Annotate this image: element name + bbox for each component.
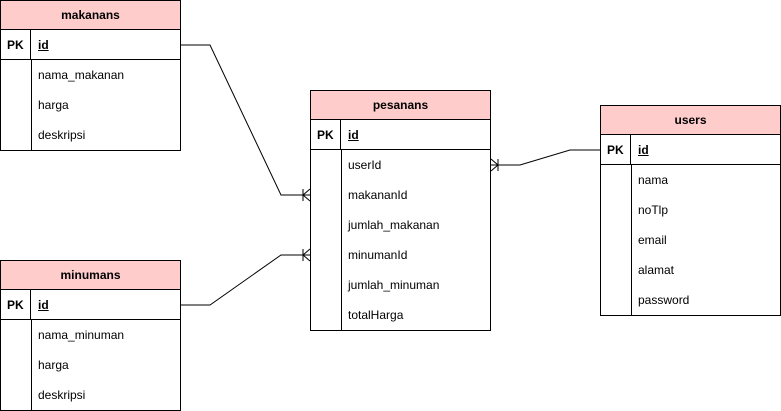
attribute: jumlah_minuman	[348, 278, 440, 292]
pk-field-name: id	[38, 37, 49, 52]
pk-label: PK	[1, 30, 31, 59]
attribute-list: nama noTlp email alamat password	[601, 165, 780, 315]
entity-minumans[interactable]: minumans PK id nama_minuman harga deskri…	[0, 260, 181, 411]
attribute: jumlah_makanan	[348, 218, 440, 232]
attribute-list: nama_minuman harga deskripsi	[1, 320, 180, 410]
primary-key-row: PK id	[1, 30, 180, 60]
attribute: deskripsi	[38, 128, 86, 142]
attribute: deskripsi	[38, 388, 86, 402]
entity-makanans[interactable]: makanans PK id nama_makanan harga deskri…	[0, 0, 181, 151]
primary-key-row: PK id	[311, 120, 490, 150]
attribute: password	[638, 293, 690, 307]
primary-key-row: PK id	[601, 135, 780, 165]
attribute: nama	[638, 173, 669, 187]
attribute: userId	[348, 158, 382, 172]
relation-minumans-pesanans	[180, 248, 311, 306]
pk-field-name: id	[638, 142, 649, 157]
attribute: harga	[38, 98, 69, 112]
attribute-list: nama_makanan harga deskripsi	[1, 60, 180, 150]
entity-users[interactable]: users PK id nama noTlp email alamat pass…	[600, 105, 781, 316]
attribute: totalHarga	[348, 308, 404, 322]
relation-users-pesanans	[490, 149, 600, 172]
attribute: noTlp	[638, 203, 669, 217]
pk-field-name: id	[348, 127, 359, 142]
pk-label: PK	[1, 290, 31, 319]
attribute: makananId	[348, 188, 408, 202]
primary-key-row: PK id	[1, 290, 180, 320]
entity-title: minumans	[1, 261, 180, 290]
attribute: nama_minuman	[38, 328, 125, 342]
entity-pesanans[interactable]: pesanans PK id userId makananId jumlah_m…	[310, 90, 491, 331]
pk-label: PK	[601, 135, 631, 164]
attribute: nama_makanan	[38, 68, 125, 82]
attribute-list: userId makananId jumlah_makanan minumanI…	[311, 150, 490, 330]
attribute: harga	[38, 358, 69, 372]
pk-label: PK	[311, 120, 341, 149]
entity-title: pesanans	[311, 91, 490, 120]
attribute: alamat	[638, 263, 675, 277]
attribute: minumanId	[348, 248, 408, 262]
attribute: email	[638, 233, 667, 247]
pk-field-name: id	[38, 297, 49, 312]
relation-makanans-pesanans	[180, 44, 311, 202]
entity-title: makanans	[1, 1, 180, 30]
entity-title: users	[601, 106, 780, 135]
